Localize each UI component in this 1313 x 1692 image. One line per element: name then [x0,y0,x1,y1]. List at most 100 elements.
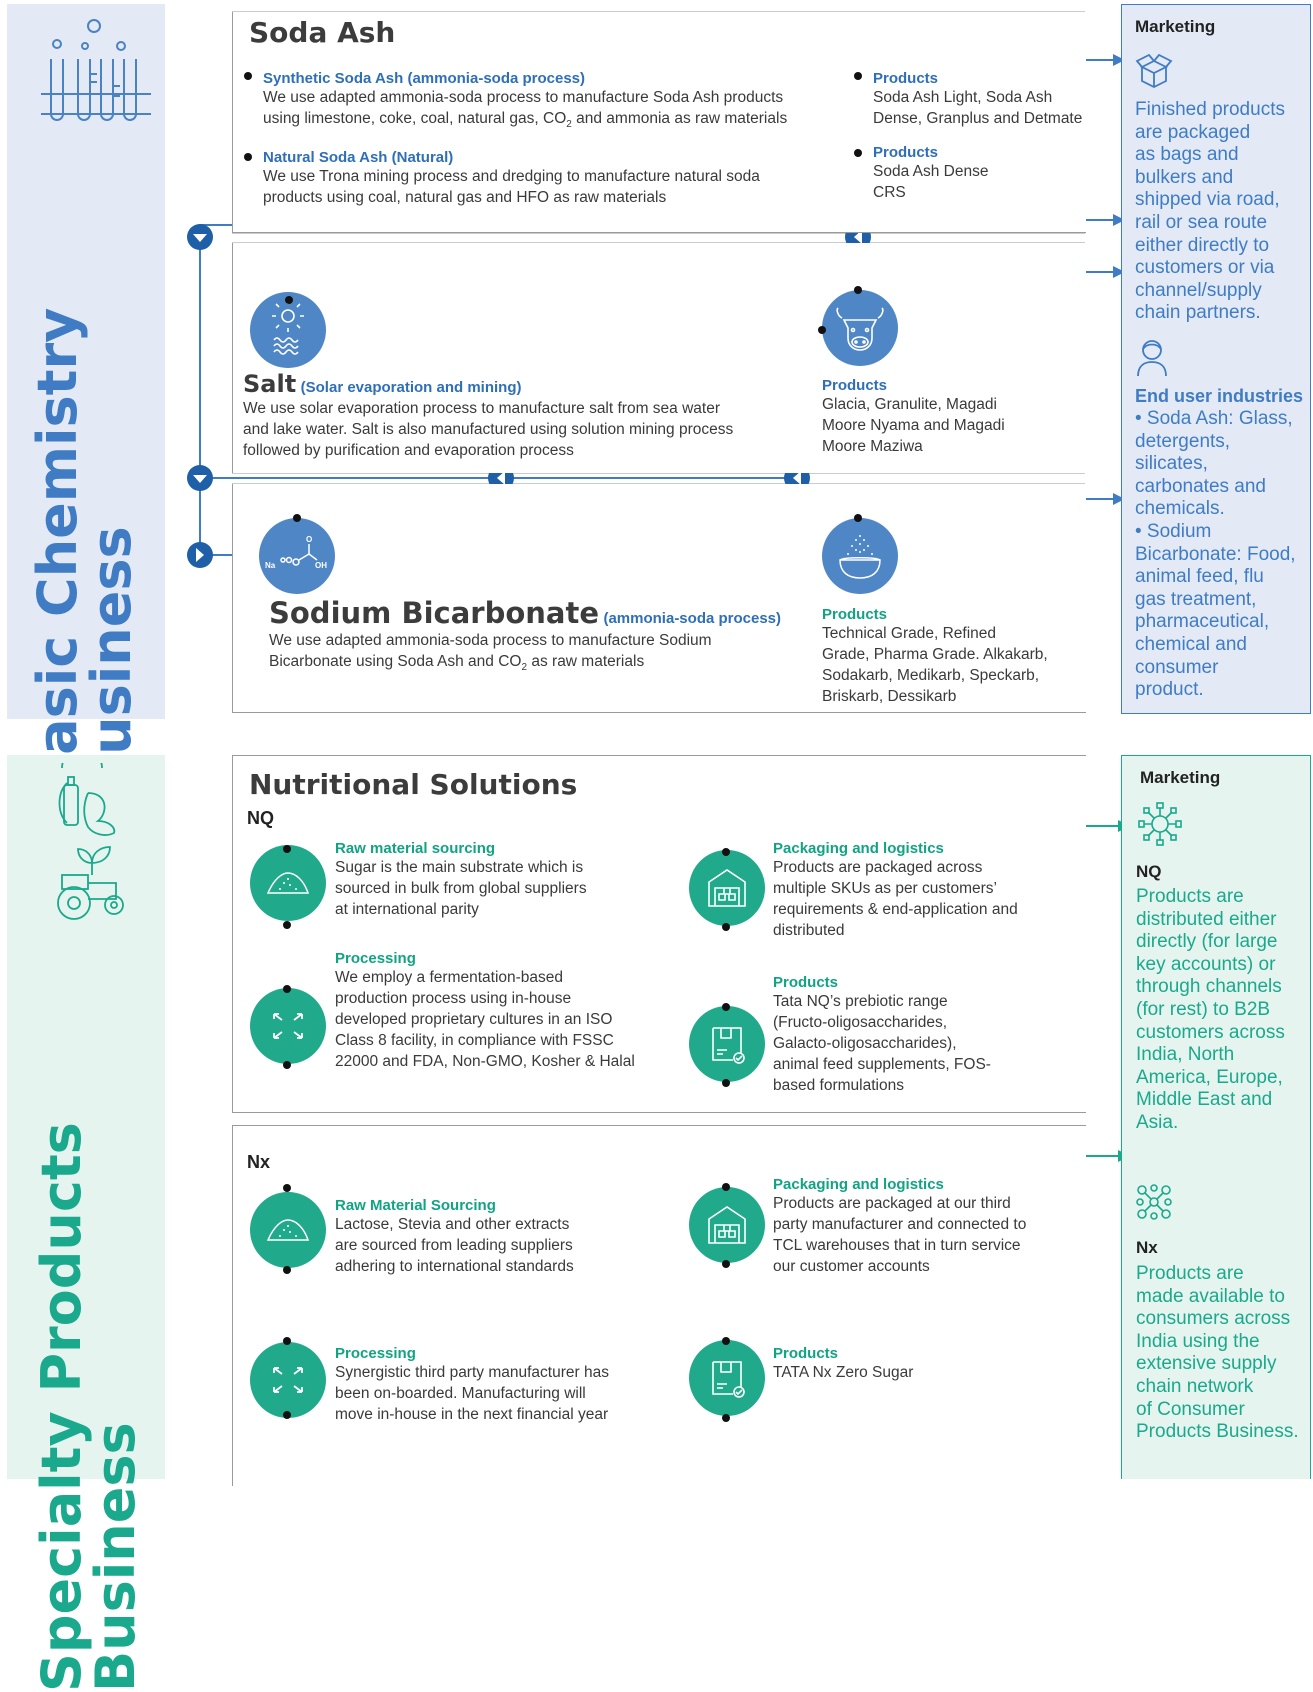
dot [722,1079,730,1087]
nutritional-solutions-title: Nutritional Solutions [249,768,578,801]
dot [722,1414,730,1422]
text-line: extensive supply [1136,1353,1277,1375]
sodium-bicarbonate-section: Sodium Bicarbonate (ammonia-soda process… [269,596,809,678]
text-line: multiple SKUs as per customers’ [773,880,997,897]
products-list: Technical Grade, Refined Grade, Pharma G… [822,625,1048,705]
dot [818,326,826,334]
nx-pack-heading: Packaging and logistics [773,1176,944,1193]
text-line: either directly to [1135,234,1270,256]
nq-prod-heading: Products [773,974,839,991]
text-line: rail or sea route [1135,211,1268,233]
dot [283,1184,291,1192]
bicarb-subtitle: (ammonia-soda process) [603,610,782,627]
marketing-title: Marketing [1140,768,1221,787]
dot [722,1260,730,1268]
text-line: animal feed supplements, FOS- [773,1056,991,1073]
text-line: Tata NQ’s prebiotic range [773,993,948,1010]
nx-proc-heading: Processing [335,1345,416,1362]
text-line: are sourced from leading suppliers [335,1237,573,1254]
dot [854,149,862,157]
text-line: through channels [1136,976,1282,998]
text-line: shipped via road, [1135,189,1280,211]
text-line: animal feed, flu [1135,566,1264,588]
warehouse-icon [689,1187,765,1263]
sugar-pile-icon [250,845,326,921]
cow-icon [822,290,898,366]
text-line: Products are [1136,886,1244,907]
text-line: Synergistic third party manufacturer has [335,1364,609,1381]
text-line: pharmaceutical, [1135,611,1270,633]
end-user-heading: End user industries [1135,386,1304,406]
nx-raw-heading: Raw Material Sourcing [335,1197,496,1214]
text-line: our customer accounts [773,1258,930,1275]
salt-box [232,243,1086,473]
text-line: chain network [1136,1375,1254,1397]
dot [854,72,862,80]
nq-raw-heading: Raw material sourcing [335,840,496,857]
text-line: gas treatment, [1135,588,1257,610]
soda-ash-box: Soda Ash [232,12,1086,233]
text-line: are packaged [1135,121,1251,143]
products-heading: Products [873,144,939,161]
synthetic-soda-ash: Synthetic Soda Ash (ammonia-soda process… [263,70,853,135]
nx-processing: Processing Synergistic third party manuf… [335,1345,675,1425]
sugar-pile-icon [250,1192,326,1268]
distribution-hub-icon [1138,802,1182,846]
text-line: Products are packaged across [773,859,983,876]
text-line: directly (for large [1136,931,1278,953]
nq-pack-text: Products are packaged across multiple SKU… [773,857,1073,941]
salt-products: Products Glacia, Granulite, Magadi Moore… [822,377,1062,457]
salt-section: Salt (Solar evaporation and mining) We u… [243,370,803,461]
processing-arrows-icon [250,1342,326,1418]
text-line: TATA Nx Zero Sugar [773,1364,914,1381]
text-line: chain partners. [1135,302,1261,324]
box-package-icon [1135,53,1173,89]
text-line: India, North [1136,1044,1235,1066]
text-line: (for rest) to B2B [1136,998,1271,1020]
dot [293,514,301,522]
text-line: product. [1135,679,1204,701]
salt-subtitle: (Solar evaporation and mining) [300,379,522,396]
nx-proc-text: Synergistic third party manufacturer has… [335,1362,675,1425]
text-line: distributed [773,922,845,939]
bottle-food-icon [58,763,116,836]
end-user-list: • Soda Ash: Glass,detergents,silicates,c… [1135,408,1310,702]
text-line: TCL warehouses that in turn service [773,1237,1021,1254]
dot [722,1337,730,1345]
nq-label: NQ [247,808,274,828]
svg-text:O: O [306,535,312,544]
text-line: silicates, [1135,453,1208,475]
dot [283,985,291,993]
nx-label: Nx [247,1152,271,1172]
dot [722,923,730,931]
text-line: consumers across [1136,1308,1291,1330]
text-line: (Fructo-oligosaccharides, [773,1014,948,1031]
basic-chemistry-side-panel: Basic Chemistry Business [7,4,165,796]
text-line: • Sodium [1135,520,1212,542]
nq-pack-heading: Packaging and logistics [773,840,944,857]
synthetic-text: We use adapted ammonia-soda process to m… [263,89,788,131]
network-nodes-icon [1136,1184,1172,1220]
dot [283,1411,291,1419]
text-line: made available to [1136,1285,1285,1307]
dot [283,1337,291,1345]
nq-packaging: Packaging and logistics Products are pac… [773,840,1073,941]
text-line: adhering to international standards [335,1258,574,1275]
products-list: Glacia, Granulite, Magadi Moore Nyama an… [822,396,1005,455]
test-tubes-icon [41,19,151,121]
dot [854,514,862,522]
nx-prod-text: TATA Nx Zero Sugar [773,1362,1073,1383]
bicarb-text: We use adapted ammonia-soda process to m… [269,632,712,674]
tractor-icon [57,846,124,920]
text-line: channel/supply [1135,279,1262,301]
text-line: Class 8 facility, in compliance with FSS… [335,1032,614,1049]
dot [244,153,252,161]
